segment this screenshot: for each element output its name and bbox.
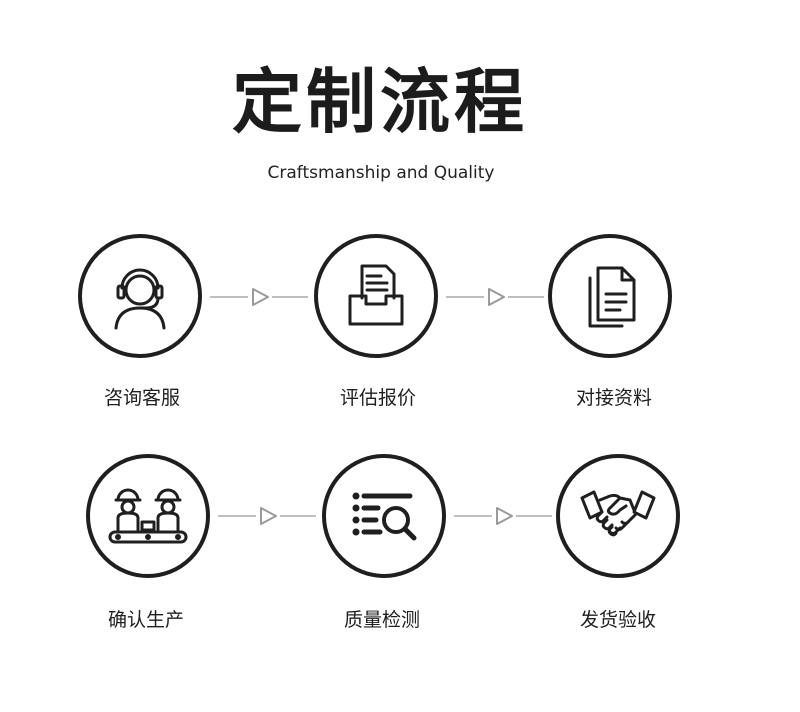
step-circle-delivery	[556, 454, 680, 578]
documents-icon	[588, 266, 636, 328]
handshake-icon	[580, 490, 656, 537]
step-label-inspection: 质量检测	[343, 609, 420, 631]
step-arrow-3	[218, 507, 316, 525]
list-magnifier-icon	[352, 492, 417, 541]
workers-assembly-line-icon	[108, 488, 188, 544]
step-arrow-2	[446, 288, 544, 306]
step-arrow-4	[454, 507, 552, 525]
step-arrow-1	[210, 288, 308, 306]
step-circle-inspection	[322, 454, 446, 578]
step-label-delivery: 发货验收	[579, 609, 656, 631]
page-title: 定制流程	[232, 61, 528, 143]
page-subtitle: Craftsmanship and Quality	[267, 163, 495, 183]
step-label-production: 确认生产	[107, 609, 184, 631]
step-circle-materials	[548, 234, 672, 358]
step-label-consult: 咨询客服	[103, 387, 180, 409]
step-label-materials: 对接资料	[575, 387, 652, 409]
step-circle-consult	[78, 234, 202, 358]
document-tray-icon	[348, 264, 404, 326]
headset-agent-icon	[114, 268, 166, 330]
step-circle-production	[86, 454, 210, 578]
step-circle-quote	[314, 234, 438, 358]
step-label-quote: 评估报价	[339, 387, 416, 409]
